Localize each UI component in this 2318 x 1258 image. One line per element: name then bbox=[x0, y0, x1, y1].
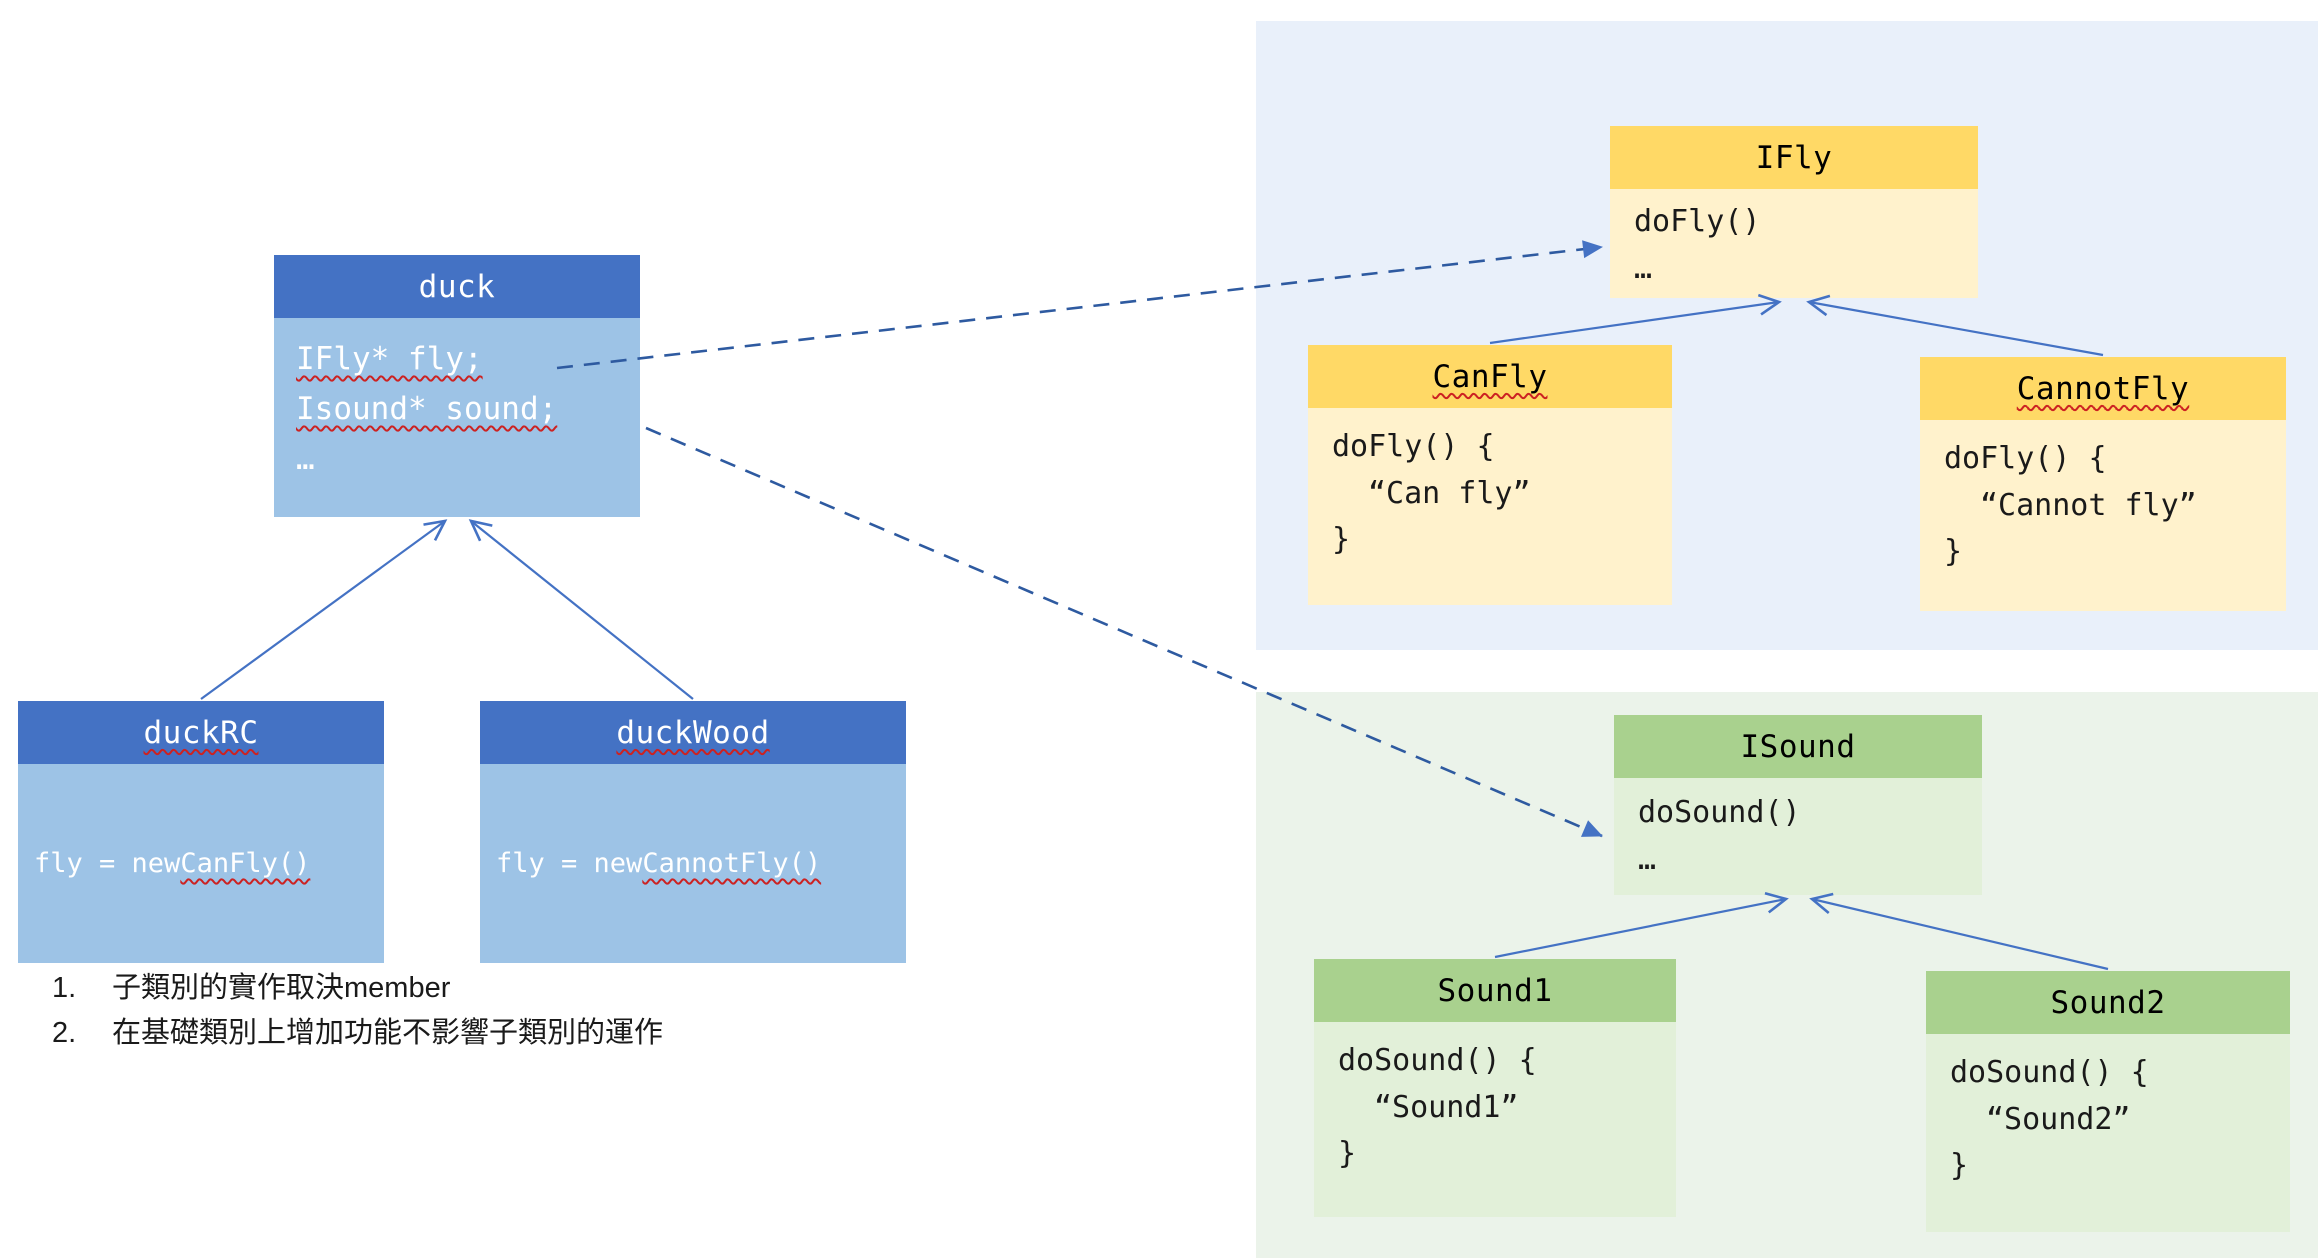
note-number: 1. bbox=[52, 972, 77, 1004]
code-line: doFly() { bbox=[1944, 441, 2107, 476]
class-box-cannotfly: CannotFly doFly() { “Cannot fly” } bbox=[1920, 357, 2286, 611]
class-box-duckwood: duckWood fly = new CannotFly() bbox=[480, 701, 906, 963]
class-box-sound2: Sound2 doSound() { “Sound2” } bbox=[1926, 971, 2290, 1232]
assignment-prefix: fly = new bbox=[496, 848, 643, 879]
class-body-duck: IFly* fly; Isound* sound; … bbox=[274, 318, 640, 517]
class-title-sound2: Sound2 bbox=[1926, 971, 2290, 1034]
method-ellipsis: … bbox=[1634, 250, 1653, 286]
class-box-duck: duck IFly* fly; Isound* sound; … bbox=[274, 255, 640, 517]
class-body-isound: doSound() … bbox=[1614, 778, 1982, 895]
class-title-duck: duck bbox=[274, 255, 640, 318]
note-item: 2. 在基礎類別上增加功能不影響子類別的運作 bbox=[52, 1011, 663, 1056]
class-title-ifly: IFly bbox=[1610, 126, 1978, 189]
assignment-value: CanFly() bbox=[180, 848, 311, 879]
class-box-sound1: Sound1 doSound() { “Sound1” } bbox=[1314, 959, 1676, 1217]
class-box-duckrc: duckRC fly = new CanFly() bbox=[18, 701, 384, 963]
assignment-value: CannotFly() bbox=[642, 848, 822, 879]
note-item: 1. 子類別的實作取決member bbox=[52, 966, 663, 1011]
class-title-duckwood: duckWood bbox=[480, 701, 906, 764]
note-number: 2. bbox=[52, 1017, 77, 1049]
code-line: “Sound2” bbox=[1986, 1101, 2131, 1137]
member-sound: Isound* sound; bbox=[296, 391, 558, 428]
class-title-isound: ISound bbox=[1614, 715, 1982, 778]
member-ellipsis: … bbox=[296, 441, 315, 478]
class-title-sound1: Sound1 bbox=[1314, 959, 1676, 1022]
note-text: 子類別的實作取決member bbox=[112, 972, 451, 1004]
class-title-canfly: CanFly bbox=[1308, 345, 1672, 408]
class-body-ifly: doFly() … bbox=[1610, 189, 1978, 298]
class-title-duckrc: duckRC bbox=[18, 701, 384, 764]
class-body-duckwood: fly = new CannotFly() bbox=[480, 764, 906, 963]
class-title-duckwood-text: duckWood bbox=[616, 714, 770, 751]
code-line: “Cannot fly” bbox=[1980, 487, 2197, 523]
method-dofly: doFly() bbox=[1634, 204, 1761, 239]
code-line: } bbox=[1338, 1136, 1357, 1171]
note-text: 在基礎類別上增加功能不影響子類別的運作 bbox=[112, 1017, 664, 1049]
class-title-canfly-text: CanFly bbox=[1432, 358, 1548, 395]
class-box-isound: ISound doSound() … bbox=[1614, 715, 1982, 895]
class-title-duckrc-text: duckRC bbox=[143, 714, 259, 751]
code-line: doFly() { bbox=[1332, 429, 1495, 464]
method-dosound: doSound() bbox=[1638, 795, 1801, 830]
class-body-canfly: doFly() { “Can fly” } bbox=[1308, 408, 1672, 605]
class-box-canfly: CanFly doFly() { “Can fly” } bbox=[1308, 345, 1672, 605]
code-line: “Can fly” bbox=[1368, 475, 1531, 511]
inheritance-arrow-duckwood-duck bbox=[468, 519, 694, 700]
code-line: } bbox=[1950, 1148, 1969, 1183]
class-box-ifly: IFly doFly() … bbox=[1610, 126, 1978, 298]
code-line: } bbox=[1332, 522, 1351, 557]
code-line: } bbox=[1944, 534, 1963, 569]
member-fly: IFly* fly; bbox=[296, 341, 483, 377]
class-title-cannotfly-text: CannotFly bbox=[2016, 370, 2190, 407]
code-line: doSound() { bbox=[1950, 1055, 2149, 1090]
code-line: doSound() { bbox=[1338, 1043, 1537, 1078]
class-body-cannotfly: doFly() { “Cannot fly” } bbox=[1920, 420, 2286, 611]
class-body-duckrc: fly = new CanFly() bbox=[18, 764, 384, 963]
assignment-prefix: fly = new bbox=[34, 848, 181, 879]
class-body-sound2: doSound() { “Sound2” } bbox=[1926, 1034, 2290, 1232]
method-ellipsis: … bbox=[1638, 841, 1657, 877]
code-line: “Sound1” bbox=[1374, 1089, 1519, 1125]
notes-list: 1. 子類別的實作取決member 2. 在基礎類別上增加功能不影響子類別的運作 bbox=[52, 966, 663, 1056]
class-body-sound1: doSound() { “Sound1” } bbox=[1314, 1022, 1676, 1217]
inheritance-arrow-duckrc-duck bbox=[200, 519, 448, 700]
class-title-cannotfly: CannotFly bbox=[1920, 357, 2286, 420]
